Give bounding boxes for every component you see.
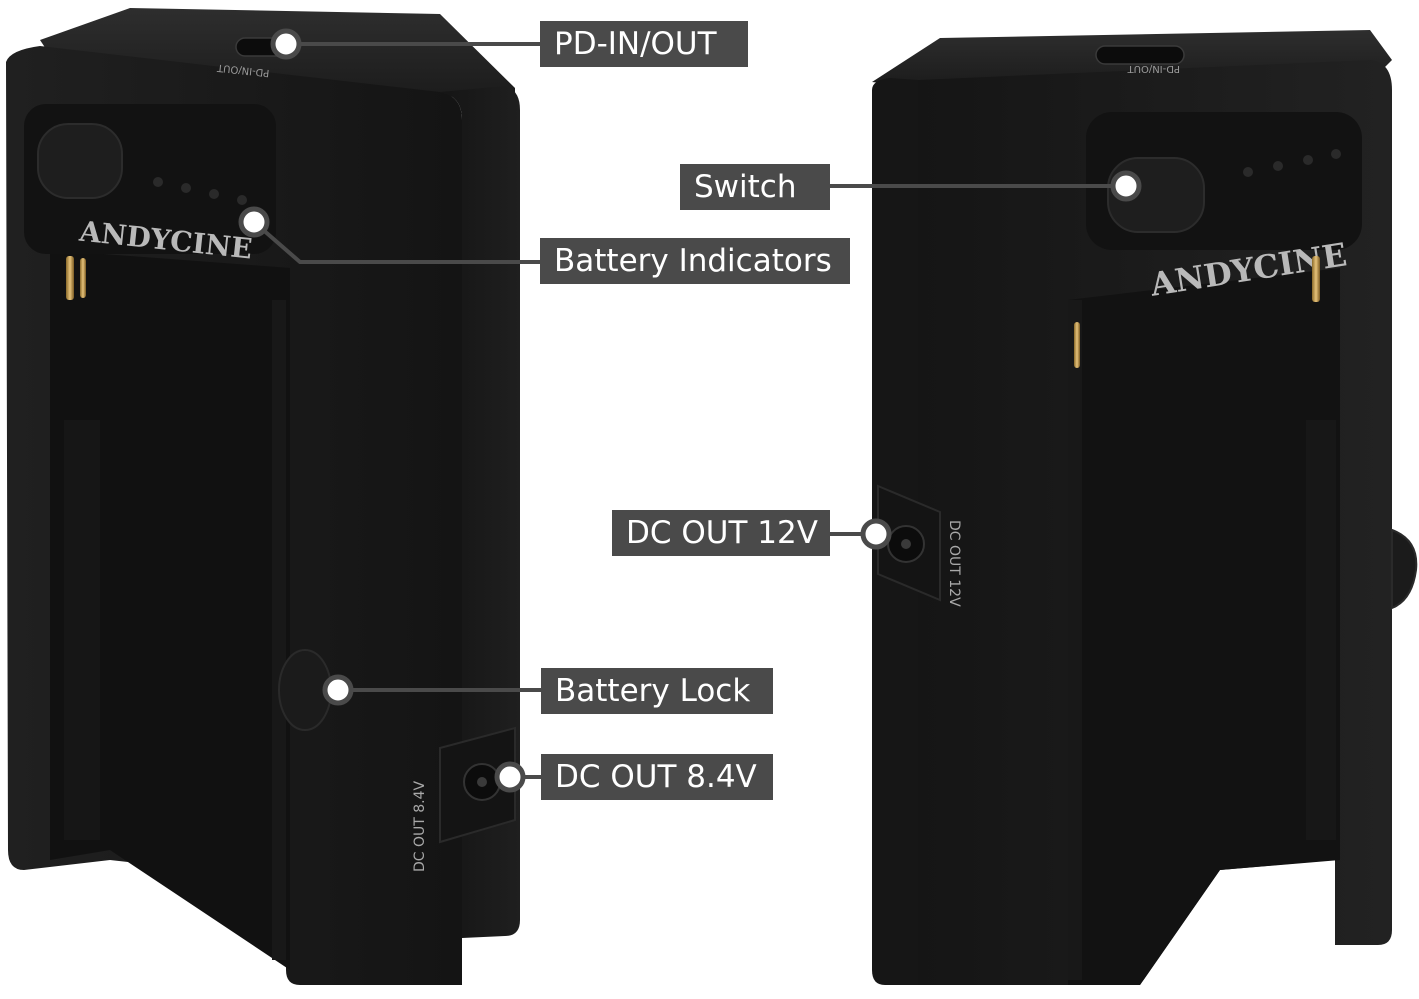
right-adapter-unit: ANDYCINE PD-IN/OUT DC OUT 12V: [872, 30, 1418, 985]
marker-switch: [1110, 170, 1142, 202]
left-slot-rail-right: [272, 300, 286, 960]
left-side-face: [440, 86, 520, 938]
left-side-dc-label: DC OUT 8.4V: [412, 780, 428, 872]
right-led-4: [1331, 149, 1341, 159]
right-contact-pin-2: [1074, 322, 1080, 368]
left-led-1: [153, 177, 163, 187]
marker-battery-lock: [322, 674, 354, 706]
right-top-port-label: PD-IN/OUT: [1127, 63, 1180, 74]
right-led-1: [1243, 167, 1253, 177]
leader-line-battery-indicators: [252, 220, 542, 264]
marker-dc-out-12v: [860, 518, 892, 550]
marker-dc-out-8-4v: [494, 761, 526, 793]
leader-lines: [252, 42, 1126, 779]
left-adapter-unit: ANDYCINE PD-IN/OUT DC OUT 8.4V: [6, 8, 520, 985]
left-contact-pin-2: [80, 258, 86, 298]
left-led-2: [181, 183, 191, 193]
callout-battery-indicators: Battery Indicators: [540, 238, 850, 284]
right-dc-port-pin: [901, 539, 911, 549]
left-switch-button: [37, 123, 123, 199]
right-usbc-port: [1095, 45, 1185, 65]
left-contact-pin-1: [66, 256, 74, 300]
callout-pd-in-out: PD-IN/OUT: [540, 21, 748, 67]
left-dc-port-pin: [477, 777, 487, 787]
marker-pd-in-out: [270, 28, 302, 60]
callout-battery-lock: Battery Lock: [541, 668, 773, 714]
right-battery-lock-knob: [1391, 528, 1418, 610]
left-slot-rail-left: [64, 420, 100, 840]
right-side-dc-label: DC OUT 12V: [946, 520, 962, 607]
callout-dc-out-8-4v: DC OUT 8.4V: [541, 754, 773, 800]
right-led-3: [1303, 155, 1313, 165]
right-battery-slot: [1068, 268, 1340, 985]
right-slot-rail-right: [1306, 420, 1336, 840]
marker-battery-indicators: [238, 206, 270, 238]
right-slot-rail-left: [1068, 300, 1082, 980]
callout-markers: [238, 28, 1142, 793]
right-led-2: [1273, 161, 1283, 171]
callout-switch: Switch: [680, 164, 830, 210]
callout-dc-out-12v: DC OUT 12V: [612, 510, 830, 556]
right-contact-pin-1: [1312, 256, 1320, 302]
left-battery-slot: [50, 250, 290, 970]
left-led-4: [237, 195, 247, 205]
left-led-3: [209, 189, 219, 199]
